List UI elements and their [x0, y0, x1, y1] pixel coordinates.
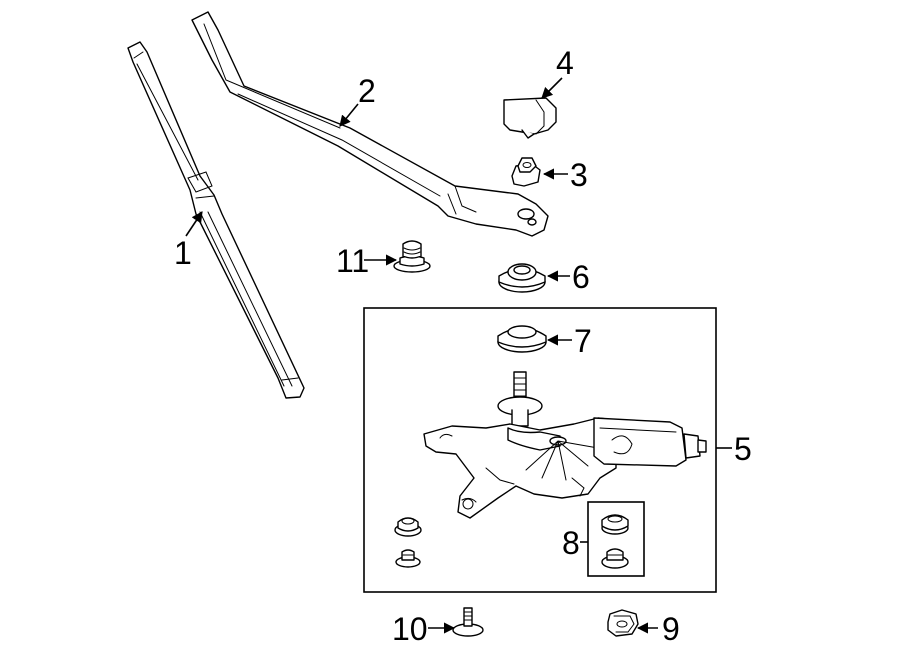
callout-11: 11	[336, 243, 369, 279]
callout-8: 8	[562, 525, 580, 561]
leader-2	[339, 103, 359, 127]
callout-7: 7	[574, 323, 592, 359]
callout-5: 5	[734, 431, 752, 467]
callout-3: 3	[570, 157, 588, 193]
bushing-part[interactable]	[498, 263, 546, 293]
leader-4	[541, 77, 563, 99]
grommet-kit-lower-part[interactable]	[601, 548, 629, 569]
callout-10: 10	[392, 611, 428, 647]
seal-part[interactable]	[497, 325, 547, 353]
nut-part[interactable]	[511, 157, 541, 187]
wiper-motor-part[interactable]	[423, 371, 707, 519]
grommet-kit-box	[587, 501, 645, 577]
motor-assembly-box	[363, 307, 717, 593]
grommet-upper-part[interactable]	[394, 517, 422, 537]
cap-part[interactable]	[503, 97, 557, 139]
grommet-kit-upper-part[interactable]	[601, 514, 629, 535]
plug-part[interactable]	[393, 240, 431, 273]
callout-2: 2	[358, 73, 376, 109]
flange-nut-part[interactable]	[607, 609, 639, 637]
callout-6: 6	[572, 259, 590, 295]
stud-bolt-part[interactable]	[452, 607, 484, 637]
leader-1	[185, 211, 203, 237]
callout-9: 9	[662, 611, 680, 647]
callout-1: 1	[174, 235, 192, 271]
grommet-lower-part[interactable]	[395, 549, 421, 568]
wiper-arm-part[interactable]	[191, 11, 549, 237]
callout-4: 4	[556, 45, 574, 81]
wiper-blade-part[interactable]	[127, 41, 305, 399]
